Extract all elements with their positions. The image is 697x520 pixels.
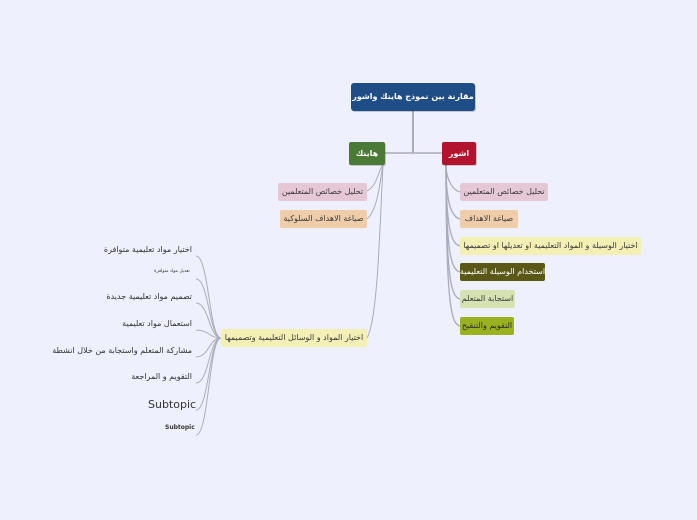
ashour-item-evaluate-revise[interactable]: التقويم والتنقيح	[460, 317, 514, 335]
ashour-link-5	[445, 164, 461, 327]
ashour-item-objectives[interactable]: صياغة الاهداف	[460, 210, 518, 228]
topic-ashour[interactable]: اشور	[442, 142, 476, 165]
ashour-link-0	[445, 164, 461, 193]
ashour-item-learner-analysis[interactable]: تحليل خصائص المتعلمين	[460, 183, 548, 201]
heinich-item-select-materials[interactable]: اختيار المواد و الوسائل التعليمية وتصميم…	[221, 329, 367, 347]
subitem-use-materials[interactable]: استعمال مواد تعليمية	[122, 319, 192, 328]
ashour-item-select-media[interactable]: اختيار الوسيلة و المواد التعليمية او تعد…	[460, 237, 641, 255]
ashour-item-learner-response[interactable]: استجابة المتعلم	[460, 290, 515, 308]
subtopic-1[interactable]: Subtopic	[148, 398, 197, 411]
subtopic-2[interactable]: Subtopic	[165, 424, 195, 431]
subitem-select-available-materials[interactable]: اختيار مواد تعليمية متوافرة	[103, 245, 192, 254]
heinich-link-0	[366, 164, 384, 192]
subitem-learner-participation[interactable]: مشاركة المتعلم واستجابة من خلال انشطة	[52, 346, 192, 355]
heinich-link-1	[366, 164, 384, 220]
subitem-link-7	[195, 337, 222, 436]
subitem-modify-materials[interactable]: تعديل مواد متوافرة	[154, 269, 190, 274]
heinich-item-learner-analysis[interactable]: تحليل خصائص المتعلمين	[278, 183, 367, 201]
subitem-link-1	[195, 278, 222, 339]
subitem-evaluate-review[interactable]: التقويم و المراجعة	[131, 372, 192, 381]
topic-heinich[interactable]: هاينك	[349, 142, 385, 165]
subitem-link-3	[195, 329, 222, 339]
subitem-link-2	[195, 302, 222, 339]
ashour-item-use-media[interactable]: استخدام الوسيلة التعليمية	[460, 263, 545, 281]
root-topic[interactable]: مقارنة بين نموذج هاينك واشور	[351, 83, 475, 111]
subitem-link-0	[195, 255, 222, 339]
subitem-design-new-materials[interactable]: تصميم مواد تعليمية جديدة	[106, 292, 192, 301]
heinich-link-2	[366, 164, 384, 339]
heinich-item-objectives[interactable]: صياغة الاهداف السلوكية	[280, 210, 367, 228]
